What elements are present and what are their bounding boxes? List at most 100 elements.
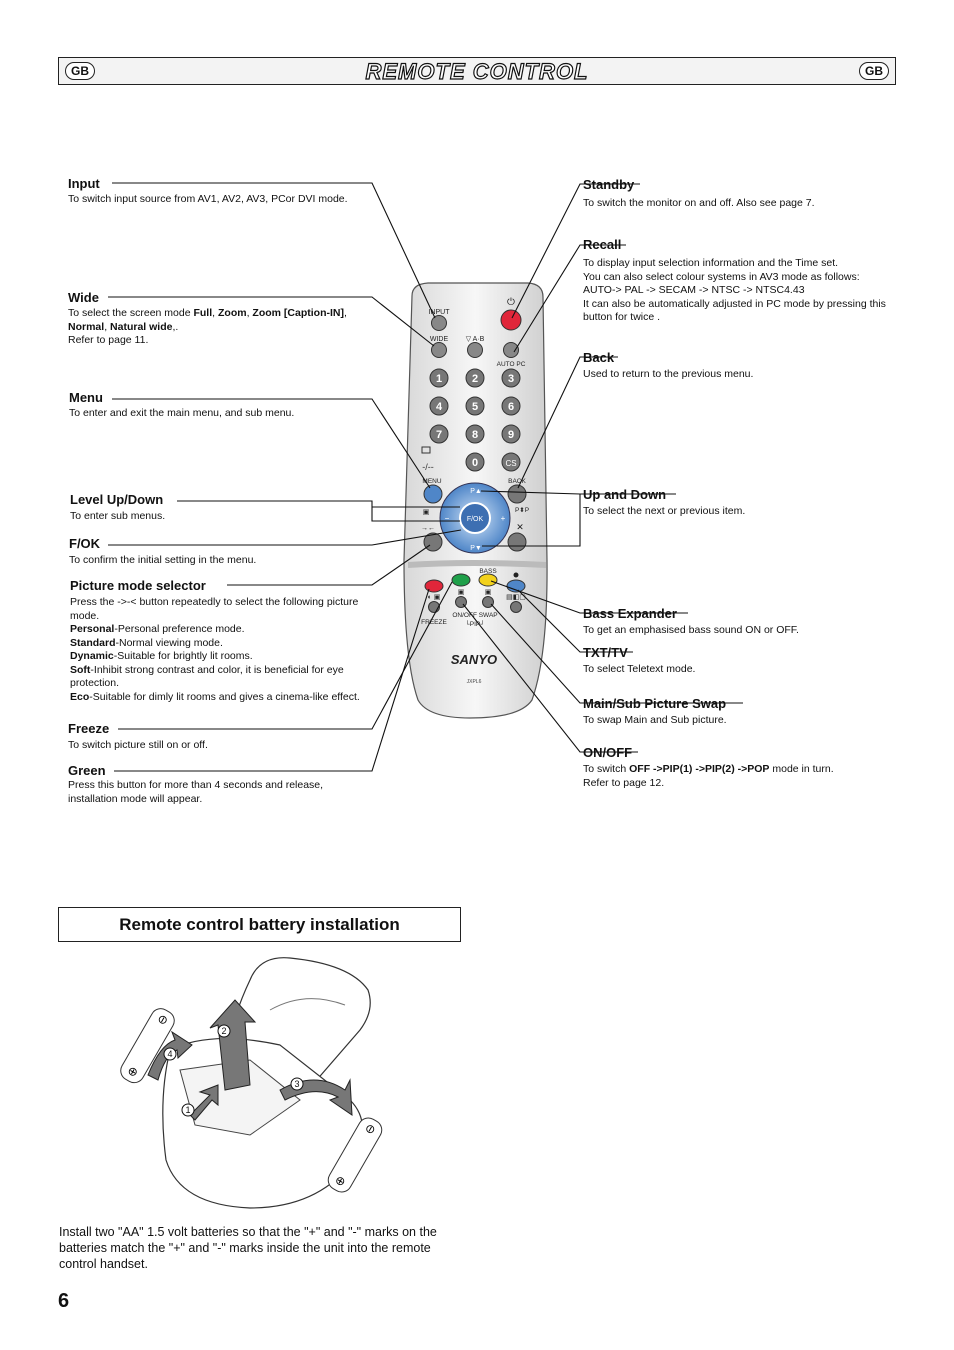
brand-logo: SANYO [451, 652, 497, 667]
remote-text-fok: F/OK [467, 516, 484, 523]
blue-button-shape [506, 579, 526, 593]
pip-icon: ▣ [458, 589, 465, 596]
battery-installation-diagram: ⊕ ⊖ ⊕ ⊖ 1 2 3 4 [120, 957, 383, 1209]
remote-text-onoff-swap: ON/OFF SWAP [452, 612, 497, 619]
callout-lines [108, 182, 743, 772]
left-arrow-icon: − [445, 514, 450, 523]
label-green: Green [68, 763, 106, 778]
desc-standby: To switch the monitor on and off. Also s… [583, 197, 815, 209]
digit-3: 3 [508, 373, 514, 385]
red-button-shape [424, 579, 444, 593]
digit-4: 4 [436, 401, 443, 413]
battery-right: ⊕ ⊖ [327, 1117, 383, 1193]
battery-section-title-box: Remote control battery installation [58, 907, 461, 942]
desc-recall: To display input selection information a… [583, 257, 886, 323]
step-4: 4 [167, 1049, 172, 1059]
input-button-shape [431, 315, 447, 331]
digit-buttons [429, 368, 521, 472]
freeze-icon: ◐ ▣ [428, 594, 441, 601]
desc-freeze: To switch picture still on or off. [68, 739, 208, 751]
right-arrow-icon: + [501, 514, 506, 523]
desc-fok: To confirm the initial setting in the me… [69, 554, 257, 566]
remote-text-bass: BASS [479, 568, 497, 575]
standby-button-shape [500, 309, 522, 331]
remote-text-input: INPUT [429, 309, 451, 316]
digit-5: 5 [472, 401, 478, 413]
remote-text-menu: MENU [422, 478, 441, 485]
remote-text-ab: ▽ A·B [466, 336, 485, 343]
desc-bass-expander: To get an emphasised bass sound ON or OF… [583, 624, 799, 636]
remote-text-model: JXPL6 [467, 679, 482, 685]
recall-button-shape [503, 342, 519, 358]
battery-left: ⊕ ⊖ [120, 1008, 175, 1084]
wide-button-shape [431, 342, 447, 358]
battery-section-title: Remote control battery installation [119, 915, 400, 934]
picture-mode-icon: →← [421, 525, 435, 532]
desc-green: Press this button for more than 4 second… [68, 779, 324, 805]
step-2: 2 [221, 1026, 226, 1036]
swap-button-shape [482, 596, 494, 608]
page-number: 6 [58, 1290, 70, 1312]
remote-text-p-up: P▲ [470, 488, 482, 495]
remote-text-cs: CS [505, 459, 516, 468]
arrow-4 [147, 1030, 193, 1081]
fok-button-shape [459, 502, 491, 534]
menu-button-shape [423, 484, 443, 504]
label-menu: Menu [69, 390, 103, 405]
remote-text-back: BACK [508, 478, 526, 485]
desc-main-sub-picture-swap: To swap Main and Sub picture. [583, 714, 727, 726]
ab-button-shape [467, 342, 483, 358]
remote-divider [408, 560, 546, 568]
remote-control-diagram: INPUT ⏻ WIDE ▽ A·B AUTO PC 1 2 3 4 5 6 7… [108, 182, 743, 772]
subtitle-icon: ▣ [423, 509, 430, 516]
label-level-up-down: Level Up/Down [70, 492, 164, 507]
page-title: REMOTE CONTROL [365, 58, 589, 84]
language-badge-left: GB [65, 62, 95, 80]
remote-text-freeze: FREEZE [421, 619, 447, 626]
arrow-1 [189, 1084, 219, 1121]
txt-tv-button-shape [510, 601, 522, 613]
step-3: 3 [294, 1079, 299, 1089]
remote-text-p-down: P▼ [470, 545, 482, 552]
txt-icon [421, 446, 431, 454]
digit-7: 7 [436, 429, 442, 441]
power-icon: ⏻ [507, 297, 515, 308]
language-badge-right: GB [859, 62, 889, 80]
arrow-2 [209, 999, 257, 1091]
remote-text-wide: WIDE [430, 336, 449, 343]
desc-up-and-down: To select the next or previous item. [583, 505, 746, 517]
digit-2: 2 [472, 373, 478, 385]
txt-tv-icon: ▤◧▢ [506, 594, 526, 601]
desc-menu: To enter and exit the main menu, and sub… [69, 407, 295, 419]
digit-0: 0 [472, 457, 478, 469]
digit-6: 6 [508, 401, 514, 413]
desc-back: Used to return to the previous menu. [583, 368, 754, 380]
digit-8: 8 [472, 429, 478, 441]
label-fok: F/OK [69, 536, 101, 551]
swap-arrow-icon: -/-- [422, 462, 434, 472]
battery-instructions: Install two "AA" 1.5 volt batteries so t… [59, 1225, 437, 1271]
back-button-shape [507, 484, 527, 504]
swap-icon: ▣ [485, 589, 492, 596]
yellow-button-shape [478, 573, 498, 587]
remote-text-pp: P⬍P [515, 506, 529, 514]
mute-button-shape [507, 532, 527, 552]
remote-text-auto-pc: AUTO PC [497, 361, 526, 368]
page-header: GB REMOTE CONTROL GB [58, 57, 896, 85]
digit-1: 1 [436, 373, 442, 385]
desc-txt-tv: To select Teletext mode. [583, 663, 696, 675]
desc-input: To switch input source from AV1, AV2, AV… [68, 193, 348, 205]
desc-wide: To select the screen mode Full, Zoom, Zo… [68, 307, 347, 346]
label-freeze: Freeze [68, 721, 110, 736]
desc-level-up-down: To enter sub menus. [70, 510, 166, 522]
green-button-shape [451, 573, 471, 587]
step-1: 1 [185, 1105, 190, 1115]
desc-on-off: To switch OFF ->PIP(1) ->PIP(2) ->POP mo… [583, 763, 834, 789]
label-wide: Wide [68, 290, 99, 305]
label-input: Input [68, 176, 100, 191]
digit-9: 9 [508, 429, 514, 441]
mute-icon: ✕ [516, 522, 524, 532]
remote-text-pip: └PIP┘ [465, 620, 485, 628]
label-picture-mode-selector: Picture mode selector [70, 578, 206, 593]
dot-icon [513, 572, 519, 578]
